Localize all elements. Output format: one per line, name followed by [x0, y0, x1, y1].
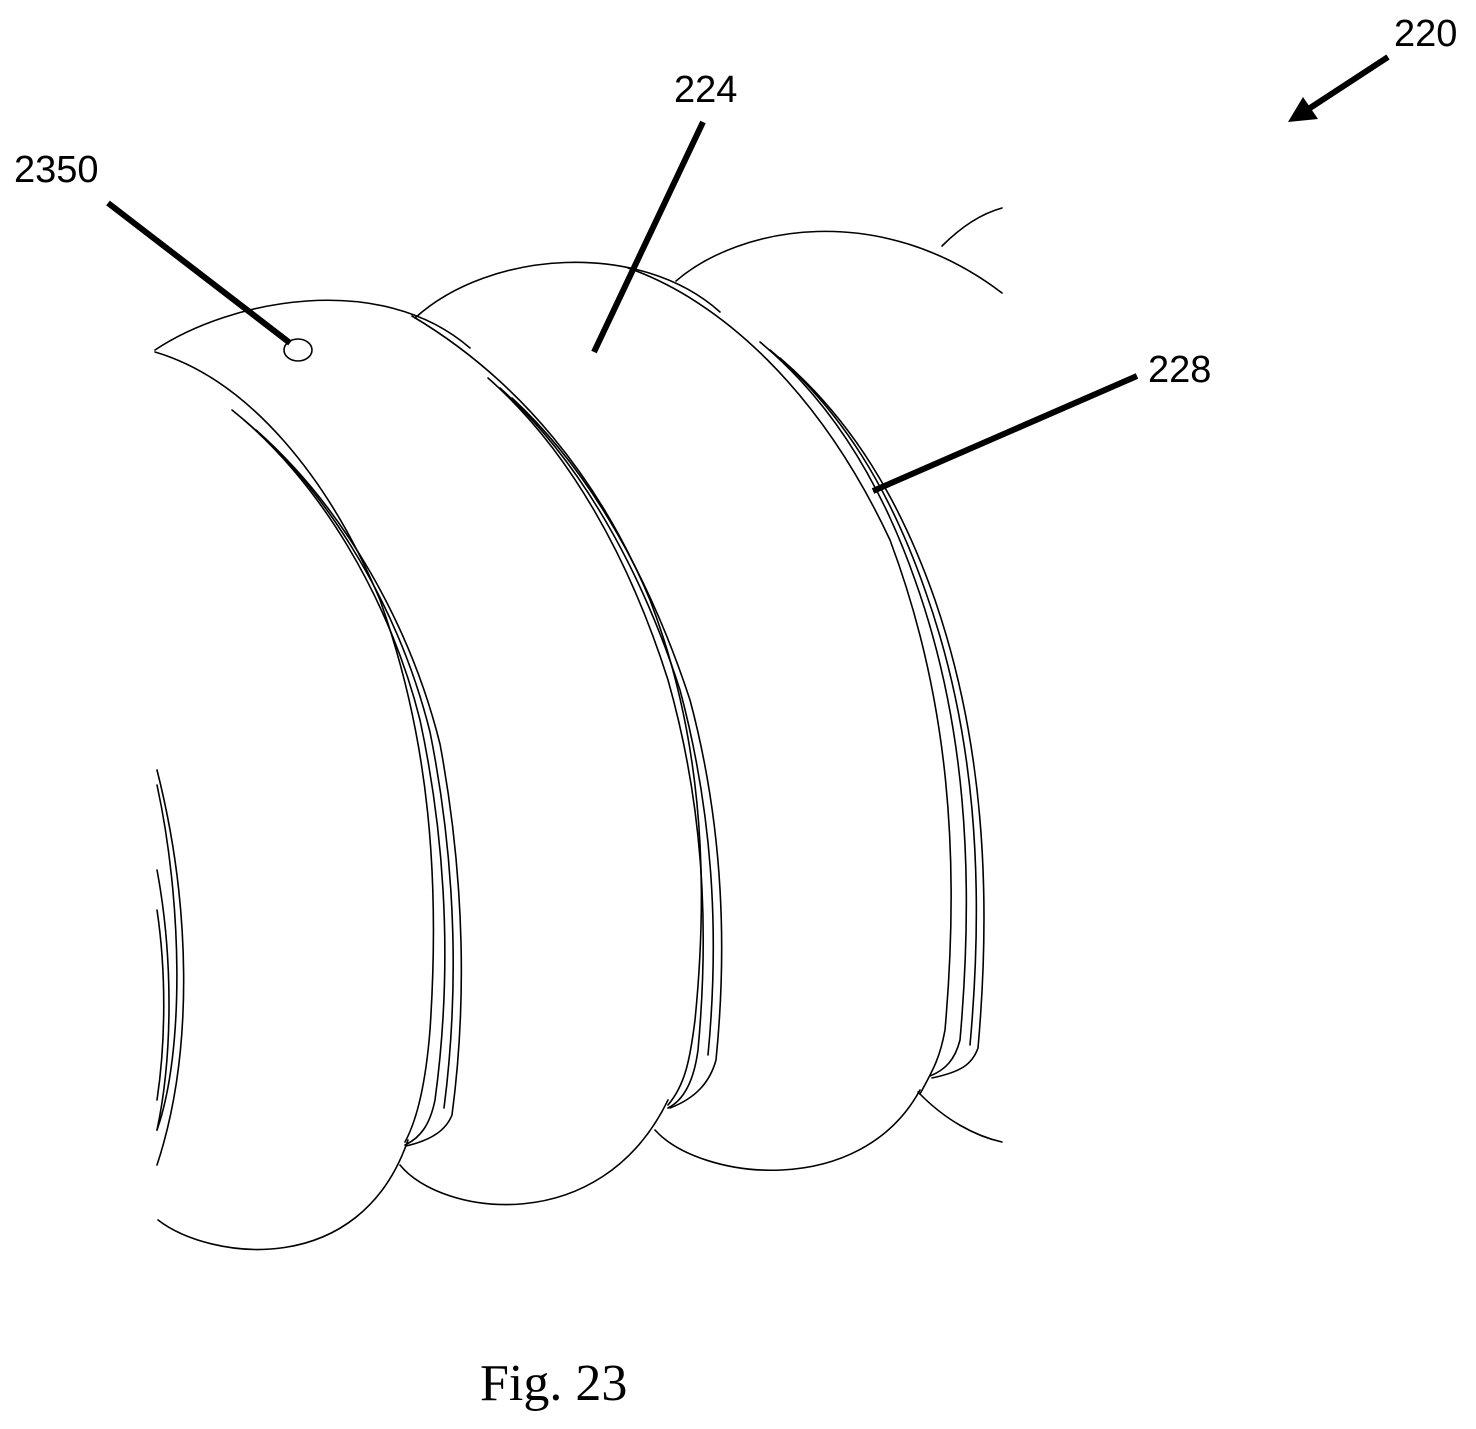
front-segment-top-outline	[155, 300, 470, 350]
back-segment-stub-bottom	[918, 1092, 1002, 1142]
front-groove-line-2	[500, 388, 713, 1055]
arrowhead-220	[1288, 97, 1318, 122]
left-partial-arcs	[157, 770, 184, 1165]
front-groove-line-1	[488, 378, 703, 1108]
front-groove-c	[256, 430, 461, 1146]
middle-segment	[400, 262, 984, 1204]
back-segment-top-outline	[676, 231, 1002, 293]
leader-line-220	[1310, 57, 1388, 108]
front-segment	[155, 300, 722, 1249]
label-224: 224	[674, 69, 737, 111]
middle-segment-top-outline	[415, 262, 720, 318]
front-groove-a	[232, 410, 445, 1145]
leader-line-224	[594, 122, 703, 352]
back-segment-bottom-outline	[655, 1090, 920, 1170]
figure-caption: Fig. 23	[480, 1355, 627, 1412]
back-segment	[655, 208, 1002, 1170]
left-arc-4	[157, 910, 164, 1100]
back-segment-stub-top	[942, 208, 1002, 246]
groove-228-line-2	[770, 350, 976, 1045]
label-2350: 2350	[14, 149, 99, 191]
label-220: 220	[1394, 13, 1457, 55]
front-segment-bottom-outline	[158, 1140, 408, 1249]
front-segment-face-outer	[412, 316, 701, 1105]
label-228: 228	[1148, 349, 1211, 391]
middle-segment-bottom-outline	[400, 1100, 668, 1205]
groove-228-line-3	[780, 358, 984, 1078]
leader-line-2350	[108, 203, 290, 343]
leader-line-228	[873, 376, 1137, 491]
